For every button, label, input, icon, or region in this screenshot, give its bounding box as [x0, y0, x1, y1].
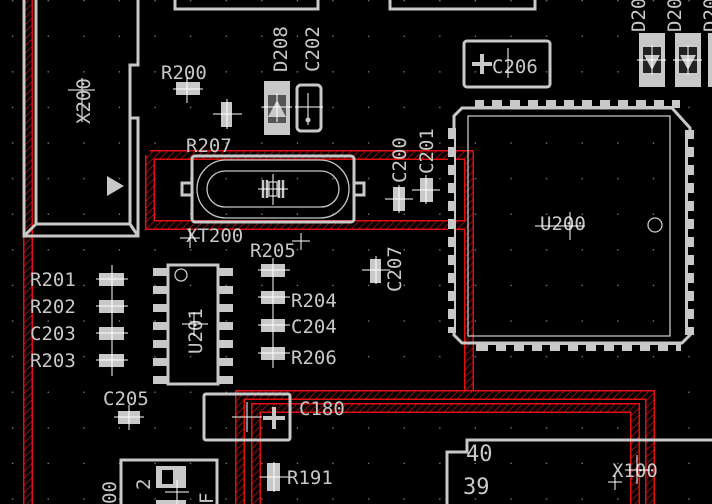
label-xt200: XT200 [186, 225, 243, 247]
label-d208: D208 [270, 26, 292, 72]
label-r207: R207 [186, 135, 232, 157]
label-d-right-1: D20 [628, 0, 650, 32]
capacitor-c202[interactable]: C202 [295, 26, 324, 133]
label-d-right-2: D20 [664, 0, 686, 32]
part-top-left[interactable] [173, 0, 320, 11]
label-c206: C206 [492, 56, 538, 78]
label-c205: C205 [103, 388, 149, 410]
label-c203: C203 [30, 323, 76, 345]
label-d-right-3: D20 [700, 0, 712, 32]
capacitor-c201[interactable]: C201 [412, 128, 440, 204]
capacitor-c200[interactable]: C200 [385, 137, 413, 213]
label-pin-40: 40 [466, 442, 493, 467]
capacitor-c205[interactable]: C205 [103, 388, 149, 430]
label-jumper-letter: F [196, 493, 218, 504]
jumper-bottom-left[interactable]: 00 2 F [99, 458, 219, 504]
resistor-column-right[interactable]: R205 R204 C204 R206 [250, 233, 337, 369]
label-r203: R203 [30, 350, 76, 372]
connector-x100[interactable]: 40 39 X100 [445, 438, 712, 504]
resistor-column-left[interactable]: R201 R202 C203 R203 [30, 265, 128, 376]
ic-u200[interactable]: U200 [448, 100, 694, 351]
label-r201: R201 [30, 269, 76, 291]
capacitor-c180[interactable]: C180 [202, 392, 345, 442]
label-jumper-pin: 2 [133, 479, 155, 490]
diodes-right[interactable]: D20 D20 D20 [628, 0, 712, 87]
label-c200: C200 [389, 137, 411, 183]
ic-u201[interactable]: U201 [153, 263, 233, 386]
resistor-unlabeled[interactable] [213, 99, 242, 129]
resistor-r191[interactable]: R191 [260, 462, 333, 492]
capacitor-c206[interactable]: C206 [462, 39, 552, 89]
label-x100: X100 [612, 460, 658, 482]
label-r204: R204 [291, 290, 337, 312]
crystal-xt200[interactable]: R207 XT200 [180, 135, 366, 248]
resistor-r200[interactable]: R200 [161, 62, 207, 103]
part-top-right[interactable] [388, 0, 537, 11]
label-r202: R202 [30, 296, 76, 318]
label-c207: C207 [384, 246, 406, 292]
label-partial-00: 00 [99, 481, 121, 504]
label-c201: C201 [416, 128, 438, 174]
connector-x200[interactable]: X200 [22, 0, 140, 238]
label-r191: R191 [287, 467, 333, 489]
diode-d208[interactable]: D208 [262, 26, 292, 135]
label-r205: R205 [250, 240, 296, 262]
label-c204: C204 [291, 316, 337, 338]
label-pin-39: 39 [463, 475, 490, 500]
pin1-marker-icon [107, 176, 124, 196]
label-r206: R206 [291, 347, 337, 369]
label-c202: C202 [302, 26, 324, 72]
label-x200: X200 [73, 78, 95, 124]
label-r200: R200 [161, 62, 207, 84]
label-u200: U200 [540, 213, 586, 235]
label-c180: C180 [299, 398, 345, 420]
label-u201: U201 [185, 308, 207, 354]
capacitor-c207[interactable]: C207 [362, 246, 406, 292]
